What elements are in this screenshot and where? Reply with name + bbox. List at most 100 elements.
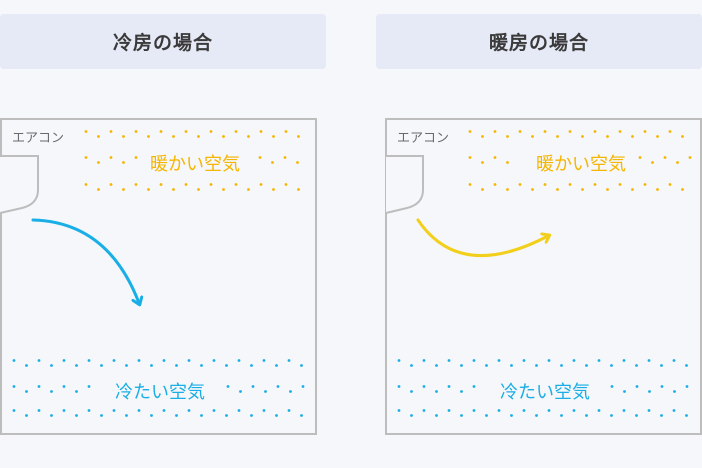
room-outline — [0, 118, 317, 435]
aircon-label: エアコン — [12, 131, 64, 146]
air-dot — [531, 135, 534, 138]
air-dot — [12, 359, 16, 362]
air-dot — [184, 130, 188, 133]
air-dot — [62, 359, 66, 362]
air-dot — [497, 409, 501, 412]
air-dot — [610, 385, 614, 388]
air-dot — [568, 183, 572, 186]
air-dot — [212, 409, 216, 412]
air-dot — [593, 130, 597, 133]
air-dot — [209, 183, 213, 186]
air-dot — [481, 188, 484, 191]
warm-air-label: 暖かい空気 — [536, 154, 626, 175]
air-dot — [172, 188, 175, 191]
panel-title-heating: 暖房の場合 — [376, 14, 702, 69]
air-dot — [560, 414, 563, 417]
air-dot — [422, 359, 426, 362]
air-dot — [535, 414, 538, 417]
air-dot — [209, 130, 213, 133]
air-dot — [84, 156, 88, 159]
air-dot — [685, 414, 688, 417]
air-dot — [162, 359, 166, 362]
air-dot — [112, 359, 116, 362]
air-dot — [648, 390, 651, 393]
air-dot — [668, 183, 672, 186]
air-dot — [447, 385, 451, 388]
air-dot — [481, 135, 484, 138]
air-dot — [275, 414, 278, 417]
air-dot — [435, 390, 438, 393]
air-dot — [618, 183, 622, 186]
air-dot — [685, 385, 689, 388]
air-dot — [410, 414, 413, 417]
air-dot — [276, 385, 280, 388]
air-dot — [187, 409, 191, 412]
air-dot — [481, 161, 484, 164]
air-dot — [134, 130, 138, 133]
air-dot — [472, 359, 476, 362]
air-dot — [159, 183, 163, 186]
air-dot — [593, 183, 597, 186]
air-dot — [522, 359, 526, 362]
air-dot — [62, 409, 66, 412]
air-dot — [435, 414, 438, 417]
aircon-unit-icon — [0, 155, 39, 214]
air-dot — [109, 156, 113, 159]
air-dot — [251, 385, 255, 388]
air-dot — [184, 183, 188, 186]
air-dot — [272, 135, 275, 138]
air-dot — [137, 359, 141, 362]
air-dot — [237, 359, 241, 362]
air-dot — [226, 385, 230, 388]
air-dot — [300, 364, 303, 367]
air-dot — [137, 409, 141, 412]
room-outline — [385, 118, 702, 435]
warm-air-label: 暖かい空気 — [150, 154, 240, 175]
air-dot — [222, 135, 225, 138]
aircon-unit-icon — [385, 155, 424, 214]
air-dot — [656, 188, 659, 191]
air-dot — [447, 359, 451, 362]
air-dot — [175, 364, 178, 367]
airflow-up-arrow — [416, 218, 548, 257]
air-dot — [435, 364, 438, 367]
air-dot — [581, 188, 584, 191]
air-dot — [259, 183, 263, 186]
air-dot — [301, 385, 305, 388]
air-dot — [296, 161, 299, 164]
air-dot — [37, 385, 41, 388]
air-dot — [262, 409, 266, 412]
air-dot — [397, 385, 401, 388]
air-dot — [283, 156, 287, 159]
cool-air-label: 冷たい空気 — [115, 382, 205, 403]
air-dot — [460, 364, 463, 367]
air-dot — [97, 135, 100, 138]
air-dot — [556, 188, 559, 191]
air-dot — [87, 409, 91, 412]
air-dot — [631, 135, 634, 138]
air-dot — [397, 359, 401, 362]
air-dot — [518, 183, 522, 186]
air-dot — [581, 135, 584, 138]
air-dot — [100, 414, 103, 417]
air-dot — [271, 161, 274, 164]
air-dot — [610, 364, 613, 367]
air-dot — [284, 183, 288, 186]
air-dot — [497, 359, 501, 362]
air-dot — [660, 364, 663, 367]
air-dot — [134, 183, 138, 186]
air-dot — [485, 364, 488, 367]
air-dot — [681, 188, 684, 191]
panel-title-cooling: 冷房の場合 — [0, 14, 326, 69]
air-dot — [622, 359, 626, 362]
air-dot — [12, 409, 16, 412]
air-dot — [568, 130, 572, 133]
air-dot — [222, 188, 225, 191]
air-dot — [172, 135, 175, 138]
air-dot — [506, 135, 509, 138]
air-dot — [547, 409, 551, 412]
air-dot — [672, 409, 676, 412]
air-dot — [109, 183, 113, 186]
air-dot — [112, 409, 116, 412]
